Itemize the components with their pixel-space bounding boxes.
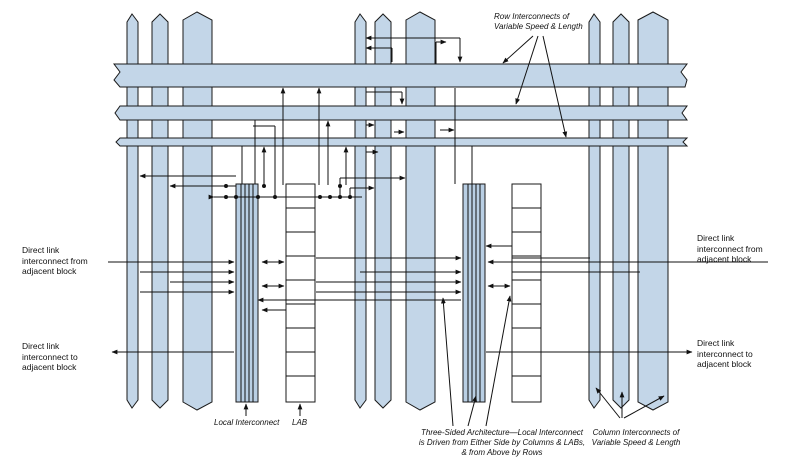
- row-bus: [115, 137, 689, 147]
- junction-dots: [224, 184, 352, 199]
- local-interconnect-left: [235, 183, 259, 403]
- lab-block-left: [285, 183, 316, 403]
- row-bus: [114, 105, 688, 121]
- direct-link-from-left-label: Direct link interconnect from adjacent b…: [22, 245, 88, 276]
- row-taps: [241, 87, 473, 196]
- row-interconnects-label: Row Interconnects of Variable Speed & Le…: [494, 12, 583, 31]
- local-interconnect-right: [462, 183, 486, 403]
- direct-link-to-right-label: Direct link interconnect to adjacent blo…: [697, 338, 753, 369]
- row-bus: [113, 63, 688, 88]
- row-interconnects: [113, 63, 689, 147]
- middle-feed-wires: [257, 35, 768, 355]
- column-interconnects-label: Column Interconnects of Variable Speed &…: [591, 428, 681, 447]
- lab-label: LAB: [292, 418, 308, 427]
- lab-block-right: [511, 183, 542, 403]
- local-interconnect-label: Local Interconnect: [214, 418, 280, 427]
- leader-lines: [243, 35, 665, 427]
- direct-link-from-right-label: Direct link interconnect from adjacent b…: [697, 233, 763, 264]
- direct-link-to-left-label: Direct link interconnect to adjacent blo…: [22, 341, 78, 372]
- three-sided-architecture-label: Three-Sided Architecture—Local Interconn…: [418, 428, 586, 457]
- left-feed-wires: [108, 125, 362, 355]
